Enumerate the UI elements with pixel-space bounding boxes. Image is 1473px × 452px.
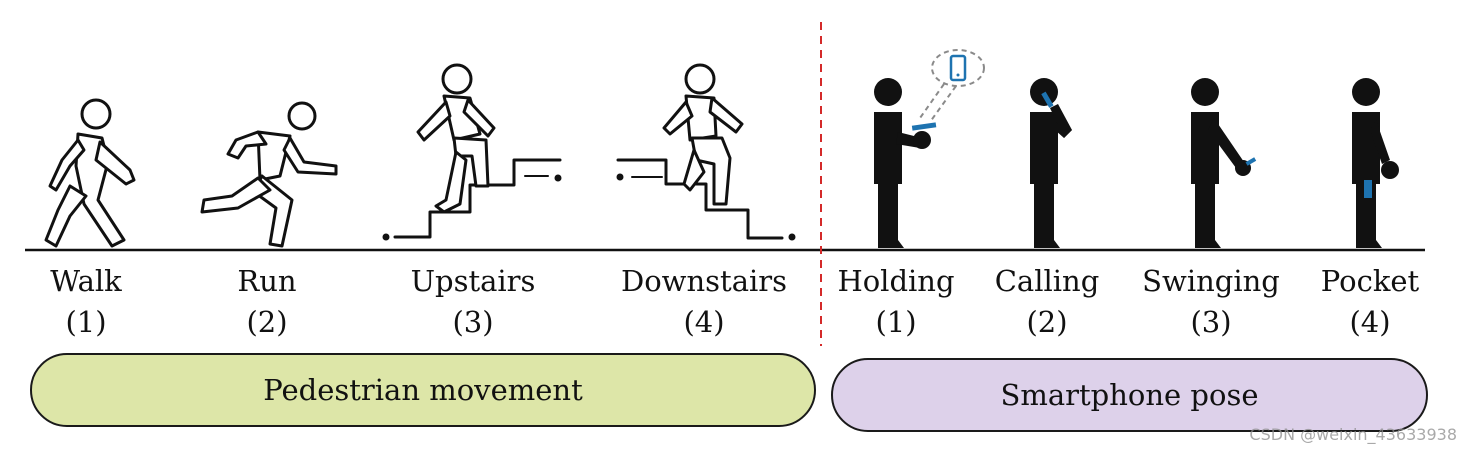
downstairs-figure bbox=[616, 63, 796, 241]
upstairs-figure bbox=[382, 63, 562, 241]
calling-phone-icon bbox=[1041, 91, 1054, 108]
label-run-text: Run bbox=[237, 264, 297, 298]
holding-figure bbox=[874, 78, 931, 248]
smartphone-icon bbox=[949, 54, 967, 82]
label-upstairs: Upstairs (3) bbox=[383, 264, 563, 339]
walk-figure bbox=[44, 98, 136, 248]
label-calling-text: Calling bbox=[994, 264, 1100, 298]
swinging-phone-icon bbox=[1245, 157, 1257, 166]
label-holding-text: Holding bbox=[837, 264, 955, 298]
label-holding: Holding (1) bbox=[806, 264, 986, 339]
label-upstairs-num: (3) bbox=[452, 305, 494, 339]
label-holding-num: (1) bbox=[875, 305, 917, 339]
label-run-num: (2) bbox=[246, 305, 288, 339]
pedestrian-movement-label: Pedestrian movement bbox=[263, 373, 583, 407]
label-pocket-num: (4) bbox=[1349, 305, 1391, 339]
pocket-figure bbox=[1352, 78, 1399, 248]
label-downstairs-num: (4) bbox=[683, 305, 725, 339]
smartphone-pose-label: Smartphone pose bbox=[1000, 378, 1259, 412]
label-calling-num: (2) bbox=[1026, 305, 1068, 339]
label-walk-num: (1) bbox=[65, 305, 107, 339]
calling-figure bbox=[1030, 78, 1072, 248]
label-pocket-text: Pocket bbox=[1320, 264, 1420, 298]
label-walk-text: Walk bbox=[50, 264, 122, 298]
swinging-figure bbox=[1191, 78, 1251, 248]
watermark: CSDN @weixin_43633938 bbox=[1249, 425, 1457, 444]
label-pocket: Pocket (4) bbox=[1280, 264, 1460, 339]
label-swinging-text: Swinging bbox=[1142, 264, 1280, 298]
label-swinging-num: (3) bbox=[1190, 305, 1232, 339]
label-downstairs: Downstairs (4) bbox=[614, 264, 794, 339]
label-upstairs-text: Upstairs bbox=[410, 264, 536, 298]
pedestrian-movement-group: Pedestrian movement bbox=[30, 353, 816, 427]
label-downstairs-text: Downstairs bbox=[620, 264, 788, 298]
phone-zoom-callout bbox=[919, 49, 985, 123]
run-figure bbox=[200, 101, 338, 248]
label-walk: Walk (1) bbox=[0, 264, 176, 339]
pocket-phone-icon bbox=[1364, 180, 1372, 198]
label-run: Run (2) bbox=[177, 264, 357, 339]
holding-phone-icon bbox=[911, 122, 937, 131]
label-calling: Calling (2) bbox=[957, 264, 1137, 339]
smartphone-pose-group: Smartphone pose bbox=[831, 358, 1428, 432]
label-swinging: Swinging (3) bbox=[1121, 264, 1301, 339]
